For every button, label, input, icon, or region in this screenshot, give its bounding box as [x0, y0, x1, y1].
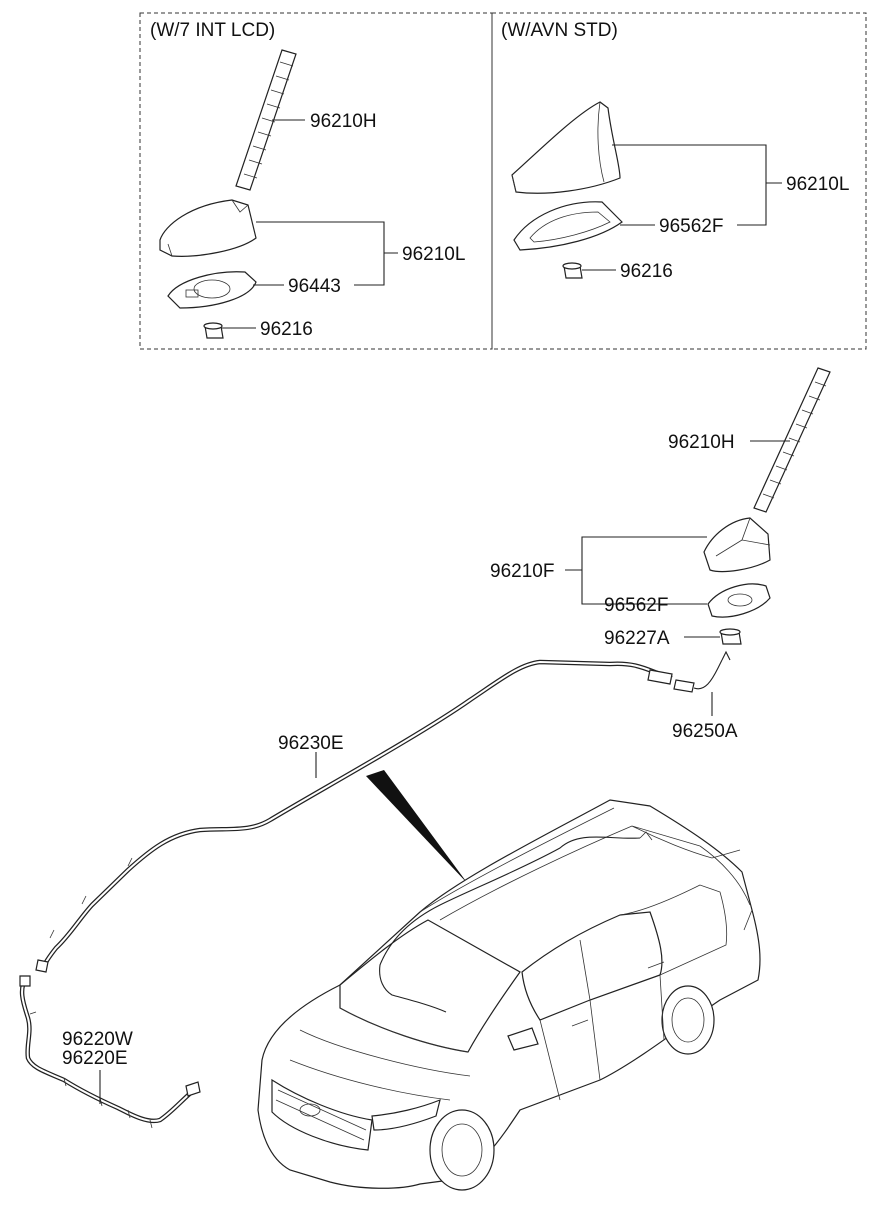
label-extension-cable-2: 96220E — [62, 1048, 128, 1069]
roof-cable — [35, 659, 673, 973]
right-base-pad — [513, 201, 623, 251]
right-nut — [562, 262, 583, 279]
right-shark-fin — [511, 101, 621, 194]
label-left-nut: 96216 — [260, 319, 313, 340]
label-right-nut: 96216 — [620, 261, 673, 282]
main-nut — [719, 628, 742, 645]
label-right-base-pad: 96562F — [659, 216, 723, 237]
main-base-pad — [707, 583, 771, 618]
left-antenna-rod — [235, 49, 297, 191]
main-bracket — [565, 536, 707, 605]
vehicle-illustration — [257, 799, 761, 1191]
label-right-assembly: 96210L — [786, 174, 849, 195]
left-base-pad — [167, 271, 257, 309]
label-main-assembly: 96210F — [490, 561, 554, 582]
left-nut — [203, 322, 224, 339]
extension-cable — [19, 975, 201, 1129]
panel-left-frame — [139, 12, 493, 350]
main-antenna-base — [703, 517, 771, 573]
label-roof-cable: 96230E — [278, 733, 344, 754]
panel-right-frame — [491, 12, 867, 350]
label-left-base-pad: 96443 — [288, 276, 341, 297]
label-main-feeder: 96250A — [672, 721, 738, 742]
label-left-antenna-rod: 96210H — [310, 111, 377, 132]
label-main-base-pad: 96562F — [604, 595, 668, 616]
left-bracket — [256, 221, 398, 286]
left-antenna-base — [159, 199, 257, 257]
label-left-assembly: 96210L — [402, 244, 465, 265]
panel-left-title: (W/7 INT LCD) — [150, 20, 275, 41]
main-antenna-rod — [753, 367, 831, 513]
right-bracket — [612, 144, 782, 226]
label-main-nut: 96227A — [604, 628, 670, 649]
main-feeder-cable — [673, 650, 731, 693]
location-pointer — [366, 770, 468, 884]
label-main-antenna-rod: 96210H — [668, 432, 735, 453]
panel-right-title: (W/AVN STD) — [501, 20, 618, 41]
label-extension-cable-1: 96220W — [62, 1029, 133, 1050]
